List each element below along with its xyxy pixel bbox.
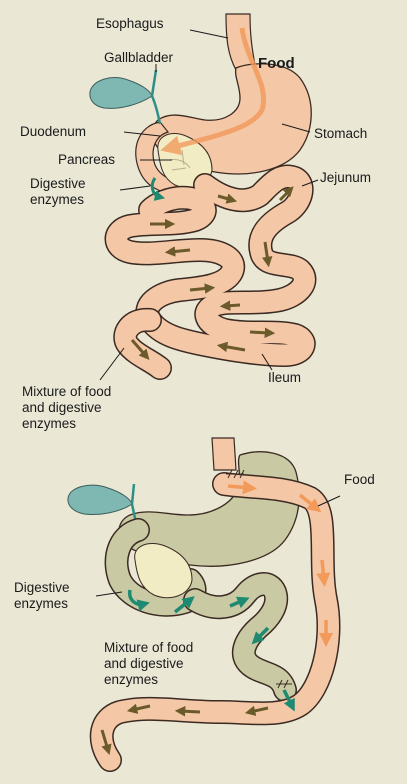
gallbladder-shape [90, 78, 152, 109]
label-mixture-bottom-1: Mixture of food [104, 640, 193, 655]
esophagus-tube-bottom [212, 438, 236, 470]
label-jejunum: Jejunum [320, 170, 371, 185]
label-esophagus: Esophagus [96, 16, 164, 31]
label-mixture-top-2: and digestive [22, 400, 102, 415]
label-food-bottom: Food [344, 472, 375, 487]
label-digestive-enzymes-bottom-1: Digestive [14, 580, 70, 595]
label-mixture-bottom-3: enzymes [104, 672, 158, 687]
label-pancreas: Pancreas [58, 152, 115, 167]
label-gallbladder: Gallbladder [104, 50, 173, 65]
gallbladder-shape-bottom [68, 485, 132, 514]
label-duodenum: Duodenum [20, 124, 86, 139]
label-food-top: Food [258, 56, 295, 71]
bile-duct [152, 70, 160, 124]
label-mixture-top-3: enzymes [22, 416, 76, 431]
bottom-diagram [68, 438, 340, 760]
label-digestive-enzymes-top-2: enzymes [30, 192, 84, 207]
label-stomach: Stomach [314, 126, 367, 141]
label-digestive-enzymes-bottom-2: enzymes [14, 596, 68, 611]
label-digestive-enzymes-top-1: Digestive [30, 176, 86, 191]
label-ileum: Ileum [268, 370, 301, 385]
label-mixture-bottom-2: and digestive [104, 656, 184, 671]
label-mixture-top-1: Mixture of food [22, 384, 111, 399]
